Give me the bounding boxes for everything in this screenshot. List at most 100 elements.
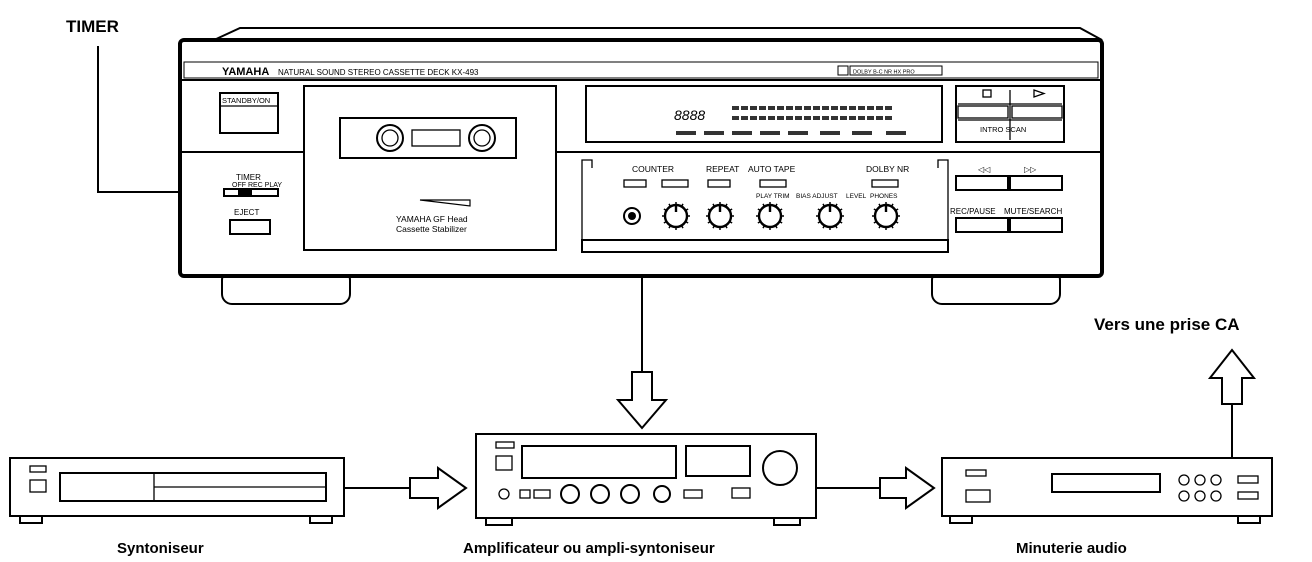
cassette-deck: YAMAHA NATURAL SOUND STEREO CASSETTE DEC… [178, 27, 1104, 305]
meter-segment [822, 106, 829, 110]
amp-display [521, 445, 677, 479]
tuner-label: Syntoniseur [117, 540, 204, 557]
meter-segment [777, 116, 784, 120]
meter-segment [849, 106, 856, 110]
intro-scan-label: INTRO SCAN [980, 125, 1026, 134]
deck-model-line: NATURAL SOUND STEREO CASSETTE DECK KX-49… [278, 68, 479, 77]
meter-segment [795, 106, 802, 110]
display-key [852, 131, 872, 135]
rotary-knob[interactable] [662, 202, 690, 230]
timer-positions-label: OFF REC PLAY [232, 182, 282, 189]
counter-reset-button[interactable] [661, 179, 689, 188]
tuner [9, 457, 345, 524]
rewind-icon: ◁◁ [978, 165, 991, 174]
audio-timer-label: Minuterie audio [1016, 540, 1127, 557]
auto-tape-button[interactable] [759, 179, 787, 188]
audio-timer [941, 457, 1273, 524]
rec-pause-button[interactable] [955, 217, 1009, 233]
meter-segment [750, 116, 757, 120]
display-key [788, 131, 808, 135]
standby-label: STANDBY/ON [222, 96, 270, 105]
meter-segment [804, 106, 811, 110]
eject-button[interactable] [229, 219, 271, 235]
display-key [886, 131, 906, 135]
display-key [760, 131, 780, 135]
meter-segment [786, 106, 793, 110]
meter-segment [867, 106, 874, 110]
dolby-nr-label: DOLBY NR [866, 164, 909, 174]
play-button[interactable] [1011, 105, 1063, 119]
play-icon [1033, 89, 1046, 98]
meter-segment [831, 106, 838, 110]
meter-segment [768, 106, 775, 110]
amplifier [475, 433, 817, 526]
amplifier-label: Amplificateur ou ampli-syntoniseur [463, 540, 715, 557]
repeat-label: REPEAT [706, 164, 739, 174]
dolby-logo-icon [837, 65, 849, 76]
meter-segment [759, 106, 766, 110]
audio-timer-display [1051, 473, 1161, 493]
amp-to-timer-arrow [879, 466, 936, 510]
stop-icon [982, 89, 992, 98]
fast-forward-button[interactable] [1009, 175, 1063, 191]
display-key [676, 131, 696, 135]
meter-segment [831, 116, 838, 120]
tuner-button[interactable] [29, 479, 47, 493]
timer-label: TIMER [66, 17, 119, 36]
meter-segment [750, 106, 757, 110]
rotary-knob[interactable] [872, 202, 900, 230]
meter-segment [876, 116, 883, 120]
meter-segment [741, 106, 748, 110]
meter-segment [768, 116, 775, 120]
cassette-door [303, 85, 557, 251]
meter-segment [876, 106, 883, 110]
meter-segment [849, 116, 856, 120]
meter-segment [867, 116, 874, 120]
meter-segment [840, 116, 847, 120]
counter-label: COUNTER [632, 164, 674, 174]
tuner-to-amp-arrow [409, 466, 468, 510]
rotary-knob[interactable] [756, 202, 784, 230]
mute-search-button[interactable] [1009, 217, 1063, 233]
rotary-knob[interactable] [816, 202, 844, 230]
deck-brand: YAMAHA [222, 66, 269, 78]
auto-tape-label: AUTO TAPE [748, 164, 796, 174]
ac-outlet-label: Vers une prise CA [1094, 315, 1240, 334]
meter-segment [759, 116, 766, 120]
level-meter [732, 106, 892, 120]
standby-button[interactable] [219, 92, 279, 134]
meter-segment [786, 116, 793, 120]
meter-segment [732, 116, 739, 120]
eject-label: EJECT [234, 208, 259, 217]
bias-adjust-label: BIAS ADJUST [796, 193, 838, 200]
meter-segment [885, 106, 892, 110]
rec-pause-label: REC/PAUSE [950, 207, 996, 216]
fast-forward-icon: ▷▷ [1024, 165, 1037, 174]
head-label-2: Cassette Stabilizer [396, 224, 467, 234]
display-key [820, 131, 840, 135]
meter-segment [813, 116, 820, 120]
control-knobs [662, 202, 900, 230]
dolby-nr-button[interactable] [871, 179, 899, 188]
meter-segment [858, 106, 865, 110]
meter-segment [804, 116, 811, 120]
meter-segment [813, 106, 820, 110]
volume-knob[interactable] [762, 450, 798, 486]
ac-outlet-arrow [1207, 348, 1257, 405]
repeat-button[interactable] [707, 179, 731, 188]
meter-segment [732, 106, 739, 110]
mute-search-label: MUTE/SEARCH [1004, 207, 1062, 216]
rotary-knob[interactable] [706, 202, 734, 230]
display-key [704, 131, 724, 135]
deck-to-amp-arrow [615, 371, 669, 430]
stop-button[interactable] [957, 105, 1009, 119]
counter-button[interactable] [623, 179, 647, 188]
timer-switch-label: TIMER [236, 173, 261, 182]
tuner-power-button[interactable] [29, 465, 47, 473]
phones-label: PHONES [870, 193, 898, 200]
meter-segment [885, 116, 892, 120]
rewind-button[interactable] [955, 175, 1009, 191]
display-key [732, 131, 752, 135]
meter-segment [795, 116, 802, 120]
